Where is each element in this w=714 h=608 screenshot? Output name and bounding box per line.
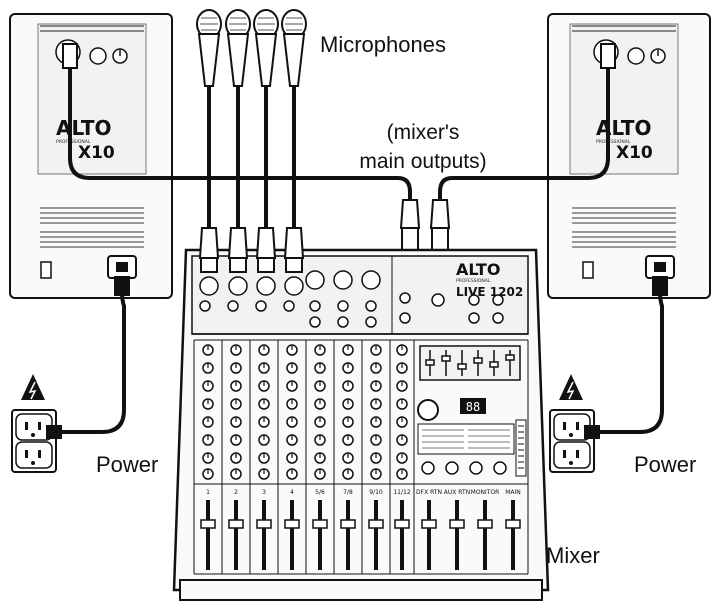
fader-cap-icon	[256, 519, 272, 529]
fader-slot	[290, 500, 294, 570]
left-speaker-brand: ALTO	[56, 116, 112, 140]
channel-label-2: 2	[234, 489, 238, 496]
fader-slot	[318, 500, 322, 570]
mic-plugs	[198, 227, 305, 273]
main-outputs-label-line1: (mixer's	[386, 121, 460, 144]
channel-label-5-6: 5/6	[315, 489, 325, 496]
mixer-effects-selector-knob-icon	[417, 399, 439, 421]
right-speaker-xlr-icon	[627, 47, 645, 65]
master-label-dfx-rtn: DFX RTN	[416, 489, 442, 496]
microphone-2-icon	[225, 9, 251, 232]
master-label-aux-rtn: AUX RTN	[444, 489, 470, 496]
main-output-cables	[68, 60, 610, 202]
mixer-channel-strips	[193, 339, 529, 575]
mixer-faders	[200, 500, 521, 570]
mixer-presets-panel	[417, 423, 515, 455]
fader-slot	[262, 500, 266, 570]
left-speaker-vents	[40, 207, 144, 248]
channel-label-3: 3	[262, 489, 266, 496]
right-speaker-power-switch-icon	[582, 261, 594, 279]
left-speaker: ALTO PROFESSIONAL X10	[9, 13, 173, 299]
fader-slot	[455, 500, 459, 570]
fader-cap-icon	[284, 519, 300, 529]
mixer-display-value: 88	[466, 400, 480, 414]
fader-slot	[374, 500, 378, 570]
microphones-label: Microphones	[320, 32, 446, 57]
main-output-plugs	[399, 199, 451, 251]
fader-slot	[483, 500, 487, 570]
right-speaker-vents	[572, 207, 676, 248]
mixer-model: LIVE 1202	[456, 285, 523, 299]
mixer-xlr-inputs	[199, 270, 504, 328]
microphones	[196, 9, 307, 232]
power-left-label: Power	[96, 452, 159, 477]
fader-slot	[427, 500, 431, 570]
left-speaker-model: X10	[78, 143, 115, 163]
right-speaker: ALTO PROFESSIONAL X10	[547, 13, 711, 299]
left-speaker-power-switch-icon	[40, 261, 52, 279]
right-speaker-sub: PROFESSIONAL	[596, 139, 631, 145]
mixer-sub: PROFESSIONAL	[456, 278, 491, 284]
fader-slot	[346, 500, 350, 570]
fader-slot	[400, 500, 404, 570]
fader-cap-icon	[505, 519, 521, 529]
fader-slot	[234, 500, 238, 570]
channel-label-1: 1	[206, 489, 210, 496]
fader-cap-icon	[200, 519, 216, 529]
fader-cap-icon	[368, 519, 384, 529]
left-power-cord	[60, 276, 126, 434]
right-speaker-brand: ALTO	[596, 116, 652, 140]
right-speaker-model: X10	[616, 143, 653, 163]
master-label-monitor: MONITOR	[471, 489, 500, 496]
fader-slot	[511, 500, 515, 570]
right-speaker-xlr-plug-icon	[600, 43, 616, 69]
fader-cap-icon	[394, 519, 410, 529]
power-right-label: Power	[634, 452, 697, 477]
mixer-channel-labels: 1 2 3 4 5/6 7/8 9/10 11/12 DFX RTN AUX R…	[206, 489, 521, 496]
mixer-knobs	[202, 344, 408, 480]
main-outputs-label: (mixer's main outputs)	[338, 118, 508, 176]
channel-label-4: 4	[290, 489, 294, 496]
microphone-3-icon	[253, 9, 279, 232]
left-speaker-xlr-plug-icon	[62, 43, 78, 69]
fader-cap-icon	[449, 519, 465, 529]
microphone-4-icon	[281, 9, 307, 232]
right-power-cord	[598, 276, 664, 434]
left-speaker-xlr-icon	[89, 47, 107, 65]
right-speaker-grille-top	[572, 25, 676, 32]
mixer-brand: ALTO	[456, 260, 500, 279]
channel-label-7-8: 7/8	[343, 489, 353, 496]
mixer-effects-section: 88	[417, 398, 527, 477]
microphone-1-icon	[196, 9, 222, 232]
right-power-outlet-icon	[549, 374, 600, 473]
fader-cap-icon	[477, 519, 493, 529]
mixer-display	[460, 398, 486, 414]
channel-label-9-10: 9/10	[369, 489, 383, 496]
channel-label-11-12: 11/12	[393, 489, 410, 496]
left-speaker-grille-top	[40, 25, 144, 32]
left-speaker-sub: PROFESSIONAL	[56, 139, 91, 145]
fader-cap-icon	[421, 519, 437, 529]
fader-cap-icon	[312, 519, 328, 529]
mixer-graphic-eq	[419, 345, 521, 381]
left-power-outlet-icon	[11, 374, 62, 473]
main-outputs-label-line2: main outputs)	[359, 150, 487, 173]
fader-slot	[206, 500, 210, 570]
fader-cap-icon	[340, 519, 356, 529]
mixer-level-meter	[515, 419, 527, 477]
mixer-label: Mixer	[546, 543, 600, 568]
fader-cap-icon	[228, 519, 244, 529]
master-label-main: MAIN	[505, 489, 521, 496]
